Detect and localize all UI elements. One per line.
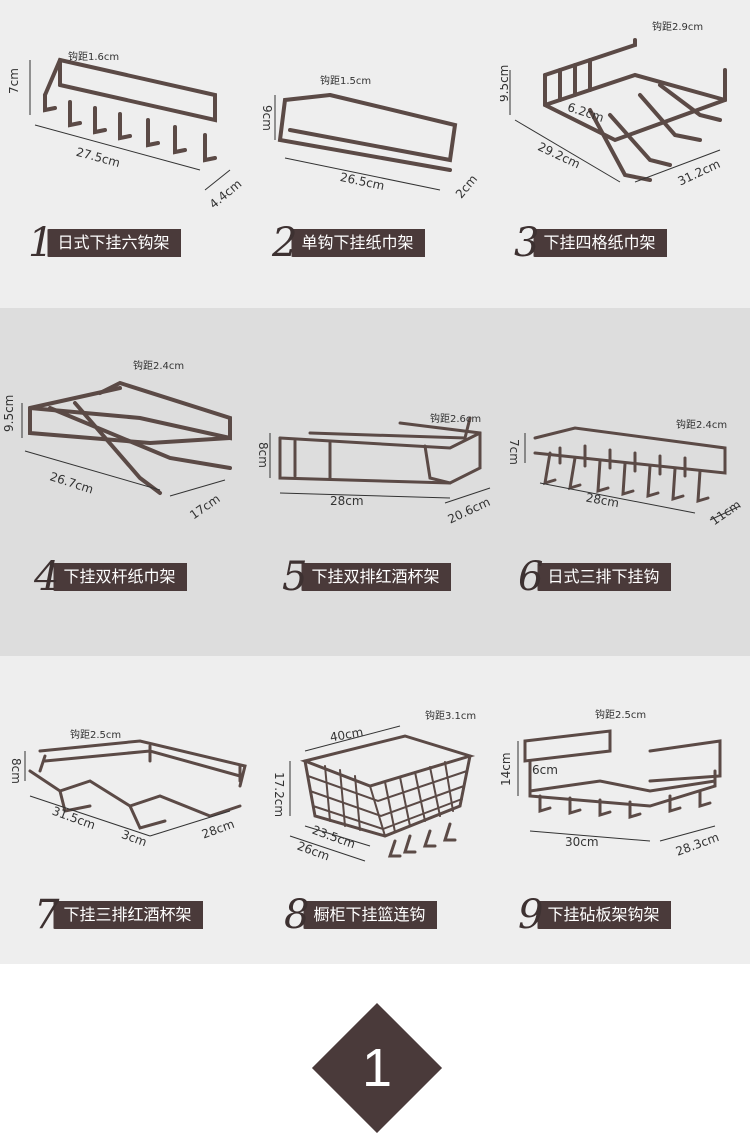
hook-spacing-1: 钩距1.6cm xyxy=(68,51,119,63)
product-number-6: 6 xyxy=(518,554,544,600)
product-card-2: 9cm 26.5cm 2cm 钩距1.5cm 2 单钩下挂纸巾架 xyxy=(250,0,500,308)
six-hook-rack-drawing: 7cm 27.5cm 4.4cm 钩距1.6cm xyxy=(7,51,245,212)
dim-9-3: 28.3cm xyxy=(674,830,721,859)
product-card-7: 8cm 31.5cm 3cm 28cm 钩距2.5cm 7 下挂三排红酒杯架 xyxy=(0,656,250,964)
dim-3-2: 29.2cm xyxy=(536,140,583,172)
dim-4-1: 26.7cm xyxy=(48,469,95,496)
product-number-2: 2 xyxy=(272,220,298,266)
dim-6-0: 7cm xyxy=(507,439,521,465)
hook-spacing-9: 钩距2.5cm xyxy=(595,709,646,721)
hook-spacing-8: 钩距3.1cm xyxy=(425,710,476,722)
product-card-1: 7cm 27.5cm 4.4cm 钩距1.6cm 1 日式下挂六钩架 xyxy=(0,0,250,308)
dim-9-1: 14cm xyxy=(500,752,513,786)
dim-1-0: 7cm xyxy=(7,68,21,94)
product-label-3: 3 下挂四格纸巾架 xyxy=(514,220,668,266)
cutting-board-hook-rack-drawing: 6cm 14cm 30cm 28.3cm 钩距2.5cm xyxy=(500,709,722,859)
product-number-9: 9 xyxy=(518,892,544,938)
product-name-5: 下挂双排红酒杯架 xyxy=(301,563,452,591)
product-name-2: 单钩下挂纸巾架 xyxy=(291,229,426,257)
product-row-3: 8cm 31.5cm 3cm 28cm 钩距2.5cm 7 下挂三排红酒杯架 xyxy=(0,656,750,964)
dim-3-0: 9.5cm xyxy=(500,65,511,102)
product-number-1: 1 xyxy=(28,220,54,266)
double-rod-towel-rack-drawing: 9.5cm 26.7cm 17cm 钩距2.4cm xyxy=(2,360,232,523)
product-row-2: 9.5cm 26.7cm 17cm 钩距2.4cm 4 下挂双杆纸巾架 8cm … xyxy=(0,308,750,656)
dim-2-0: 9cm xyxy=(260,105,274,131)
dim-8-0: 40cm xyxy=(329,725,364,745)
dim-7-0: 8cm xyxy=(9,758,23,784)
dim-2-2: 2cm xyxy=(453,172,480,201)
dim-6-2: 11cm xyxy=(708,497,744,528)
dim-9-0: 6cm xyxy=(532,763,558,777)
three-row-wine-glass-rack-drawing: 8cm 31.5cm 3cm 28cm 钩距2.5cm xyxy=(9,729,247,849)
product-number-8: 8 xyxy=(284,892,310,938)
dim-5-1: 28cm xyxy=(330,494,364,508)
product-card-6: 7cm 28cm 11cm 钩距2.4cm 6 日式三排下挂钩 xyxy=(500,308,750,656)
product-label-6: 6 日式三排下挂钩 xyxy=(518,554,672,600)
product-card-4: 9.5cm 26.7cm 17cm 钩距2.4cm 4 下挂双杆纸巾架 xyxy=(0,308,250,656)
hook-spacing-3: 钩距2.9cm xyxy=(652,21,703,33)
product-label-4: 4 下挂双杆纸巾架 xyxy=(34,554,188,600)
single-hook-towel-rack-drawing: 9cm 26.5cm 2cm 钩距1.5cm xyxy=(260,75,480,201)
product-card-3: 9.5cm 6.2cm 29.2cm 31.2cm 钩距2.9cm 3 下挂四格… xyxy=(500,0,750,308)
product-name-9: 下挂砧板架钩架 xyxy=(537,901,672,929)
hook-spacing-5: 钩距2.6cm xyxy=(430,413,481,425)
product-card-5: 8cm 28cm 20.6cm 钩距2.6cm 5 下挂双排红酒杯架 xyxy=(250,308,500,656)
hook-spacing-6: 钩距2.4cm xyxy=(676,419,727,431)
product-number-7: 7 xyxy=(34,892,60,938)
product-name-4: 下挂双杆纸巾架 xyxy=(53,563,188,591)
dim-1-2: 4.4cm xyxy=(207,177,245,212)
dim-6-1: 28cm xyxy=(585,491,620,511)
product-name-1: 日式下挂六钩架 xyxy=(47,229,182,257)
product-name-7: 下挂三排红酒杯架 xyxy=(53,901,204,929)
hook-spacing-7: 钩距2.5cm xyxy=(70,729,121,741)
dim-1-1: 27.5cm xyxy=(75,145,122,170)
dim-2-1: 26.5cm xyxy=(339,170,386,193)
dim-4-2: 17cm xyxy=(187,492,223,523)
dim-3-1: 6.2cm xyxy=(566,100,606,125)
three-row-hook-rack-drawing: 7cm 28cm 11cm 钩距2.4cm xyxy=(507,419,744,528)
four-slot-towel-rack-drawing: 9.5cm 6.2cm 29.2cm 31.2cm 钩距2.9cm xyxy=(500,21,727,189)
product-card-9: 6cm 14cm 30cm 28.3cm 钩距2.5cm 9 下挂砧板架钩架 xyxy=(500,656,750,964)
product-label-2: 2 单钩下挂纸巾架 xyxy=(272,220,426,266)
dim-8-3: 26cm xyxy=(295,839,331,864)
dim-8-1: 17.2cm xyxy=(272,772,286,817)
product-label-5: 5 下挂双排红酒杯架 xyxy=(282,554,452,600)
dim-7-3: 28cm xyxy=(200,817,236,842)
dim-5-0: 8cm xyxy=(256,442,270,468)
hook-spacing-2: 钩距1.5cm xyxy=(320,75,371,87)
dim-9-2: 30cm xyxy=(565,835,599,849)
product-label-9: 9 下挂砧板架钩架 xyxy=(518,892,672,938)
hook-spacing-4: 钩距2.4cm xyxy=(133,360,184,372)
product-number-4: 4 xyxy=(34,554,60,600)
section-number: 1 xyxy=(361,1038,393,1098)
dim-4-0: 9.5cm xyxy=(2,395,16,432)
product-label-1: 1 日式下挂六钩架 xyxy=(28,220,182,266)
product-name-6: 日式三排下挂钩 xyxy=(537,563,672,591)
product-card-8: 40cm 17.2cm 23.5cm 26cm 钩距3.1cm 8 橱柜下挂篮连… xyxy=(250,656,500,964)
dim-5-2: 20.6cm xyxy=(446,495,493,527)
product-label-8: 8 橱柜下挂篮连钩 xyxy=(284,892,438,938)
product-number-5: 5 xyxy=(282,554,308,600)
dim-3-3: 31.2cm xyxy=(676,157,723,189)
product-label-7: 7 下挂三排红酒杯架 xyxy=(34,892,204,938)
hanging-basket-with-hooks-drawing: 40cm 17.2cm 23.5cm 26cm 钩距3.1cm xyxy=(272,710,476,864)
product-name-3: 下挂四格纸巾架 xyxy=(533,229,668,257)
dim-7-2: 3cm xyxy=(120,827,149,849)
product-number-3: 3 xyxy=(514,220,540,266)
product-row-1: 7cm 27.5cm 4.4cm 钩距1.6cm 1 日式下挂六钩架 9cm 2… xyxy=(0,0,750,308)
double-row-wine-glass-rack-drawing: 8cm 28cm 20.6cm 钩距2.6cm xyxy=(256,413,493,527)
product-name-8: 橱柜下挂篮连钩 xyxy=(303,901,438,929)
